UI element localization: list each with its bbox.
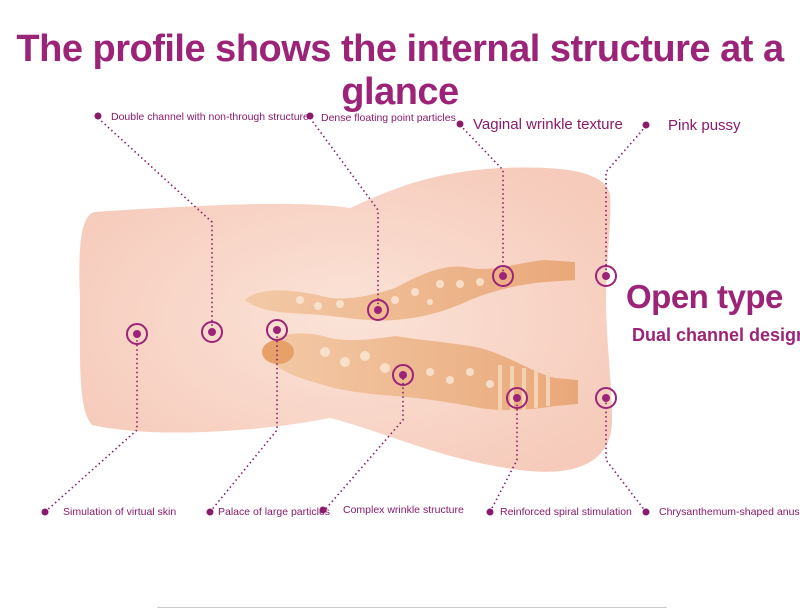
marker-complex-wrinkle [392,364,414,386]
label-dot [319,506,327,514]
label-virtual-skin: Simulation of virtual skin [63,506,177,518]
label-double-channel: Double channel with non-through structur… [111,111,309,123]
marker-double-channel [201,321,223,343]
label-dot [206,508,214,516]
marker-anus [595,387,617,409]
leader-complex-wrinkle [322,375,404,513]
leader-pink [605,125,647,276]
marker-pink [595,265,617,287]
footer-divider [157,607,667,608]
leader-virtual-skin [44,334,138,513]
label-anus: Chrysanthemum-shaped anus [659,506,800,518]
marker-vaginal-wrinkle [492,265,514,287]
leader-dense-particles [309,117,379,310]
label-spiral: Reinforced spiral stimulation [500,506,632,518]
label-dot [456,120,464,128]
label-dot [306,112,314,120]
label-dense-particles: Dense floating point particles [321,112,456,124]
marker-large-particles [266,319,288,341]
side-subheading: Dual channel design [632,325,800,345]
side-heading: Open type [626,278,783,315]
label-dot [642,121,650,129]
leader-anus [605,398,647,513]
label-large-particles: Palace of large particles [218,506,331,518]
label-complex-wrinkle: Complex wrinkle structure [343,504,464,516]
marker-dense-particles [367,299,389,321]
leader-spiral [489,398,518,513]
label-dot [41,508,49,516]
leader-lines [44,117,647,513]
label-vaginal-wrinkle: Vaginal wrinkle texture [473,116,623,133]
marker-spiral [506,387,528,409]
product-body [79,167,612,472]
page-title: The profile shows the internal structure… [16,28,784,113]
marker-virtual-skin [126,323,148,345]
lower-opening [262,340,294,364]
label-dot [486,508,494,516]
leader-double-channel [97,117,213,332]
label-pink: Pink pussy [668,117,741,134]
label-dot [94,112,102,120]
label-dot [642,508,650,516]
